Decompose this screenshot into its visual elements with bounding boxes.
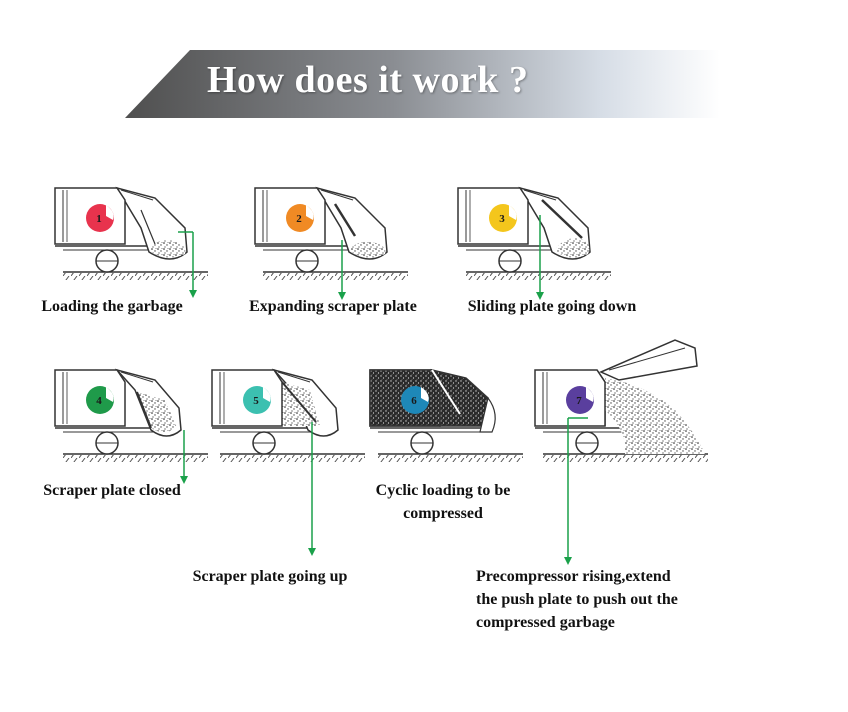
title-banner bbox=[125, 50, 720, 118]
pointer-arrow bbox=[536, 215, 544, 300]
step-6-label-line-1: Cyclic loading to be bbox=[375, 482, 511, 499]
step-1-vehicle: 1 bbox=[54, 186, 208, 280]
step-6-label-line-2: compressed bbox=[403, 505, 483, 522]
step-2-label: Expanding scraper plate bbox=[249, 298, 417, 315]
step-2-number: 2 bbox=[296, 213, 302, 225]
step-5-vehicle: 5 bbox=[211, 368, 365, 462]
step-4-badge: 4 bbox=[86, 386, 114, 414]
step-3-vehicle: 3 bbox=[457, 186, 611, 280]
step-6-number: 6 bbox=[411, 395, 417, 407]
step-3-label: Sliding plate going down bbox=[467, 298, 637, 315]
step-7-badge: 7 bbox=[566, 386, 594, 414]
step-7-label-line-1: Precompressor rising,extend bbox=[476, 568, 671, 585]
step-6-label: Cyclic loading to be compressed bbox=[356, 479, 530, 525]
step-6-vehicle: 6 bbox=[369, 368, 523, 462]
pointer-arrow bbox=[338, 240, 346, 300]
step-6-badge: 6 bbox=[401, 386, 429, 414]
step-7-vehicle: 7 bbox=[534, 339, 708, 462]
step-2-badge: 2 bbox=[286, 204, 314, 232]
step-5-badge: 5 bbox=[243, 386, 271, 414]
step-5-label: Scraper plate going up bbox=[192, 568, 348, 585]
pointer-arrow bbox=[178, 231, 197, 298]
step-1-number: 1 bbox=[96, 213, 102, 225]
pointer-arrow bbox=[564, 417, 588, 565]
banner-shape bbox=[125, 50, 720, 118]
step-4-label: Scraper plate closed bbox=[43, 482, 181, 499]
step-1-label: Loading the garbage bbox=[41, 298, 183, 315]
step-7-label-line-2: the push plate to push out the bbox=[476, 591, 678, 608]
step-4-number: 4 bbox=[96, 395, 102, 407]
step-3-number: 3 bbox=[499, 213, 505, 225]
step-7-number: 7 bbox=[576, 395, 582, 407]
pointer-arrow bbox=[180, 430, 188, 484]
step-5-number: 5 bbox=[253, 395, 259, 407]
step-4-vehicle: 4 bbox=[54, 368, 208, 462]
step-2-vehicle: 2 bbox=[254, 186, 408, 280]
step-1-badge: 1 bbox=[86, 204, 114, 232]
step-3-badge: 3 bbox=[489, 204, 517, 232]
page-title: How does it work ? bbox=[207, 59, 529, 101]
pointer-arrow bbox=[308, 422, 316, 556]
step-7-label-line-3: compressed garbage bbox=[476, 614, 615, 631]
step-7-label: Precompressor rising,extend the push pla… bbox=[476, 565, 736, 634]
